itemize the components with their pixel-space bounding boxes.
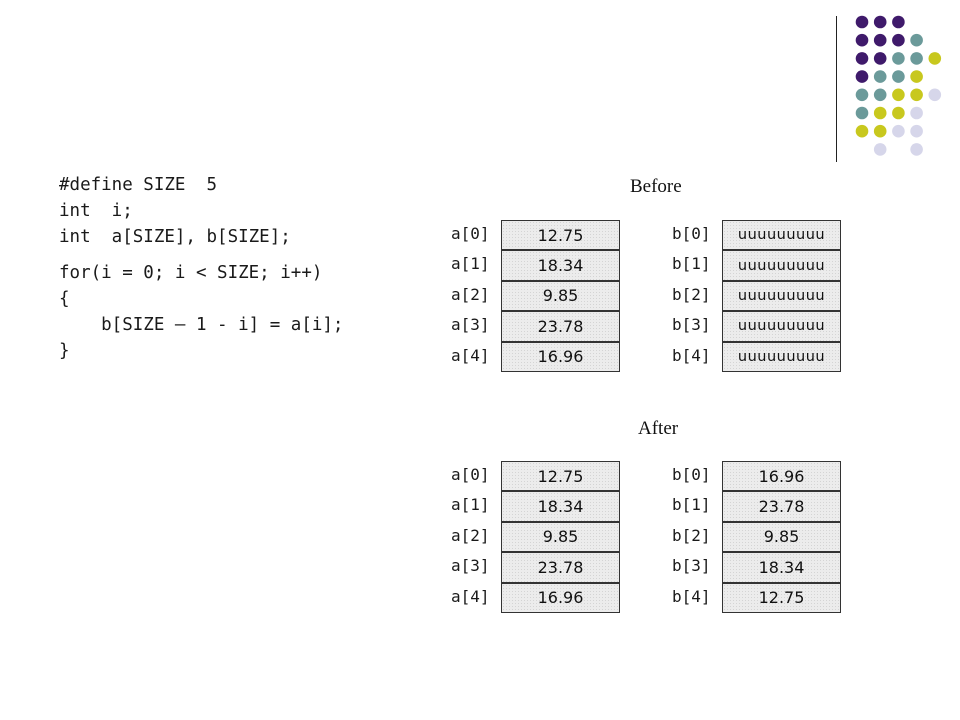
array-cell-value: 16.96 bbox=[501, 582, 620, 613]
array-index-label: a[2] bbox=[451, 525, 490, 545]
array-index-label: b[0] bbox=[672, 465, 711, 484]
decorative-dot bbox=[855, 88, 869, 102]
array-index-label: a[1] bbox=[451, 495, 490, 515]
before-heading: Before bbox=[630, 176, 682, 197]
decorative-dot bbox=[910, 124, 923, 138]
decorative-dot bbox=[892, 15, 905, 29]
array-index-label: b[4] bbox=[672, 345, 711, 365]
array-cell-value: 9.85 bbox=[501, 280, 620, 312]
array-index-label: b[4] bbox=[672, 586, 711, 606]
array-cell-value: 9.85 bbox=[722, 521, 841, 553]
code-line: b[SIZE – 1 - i] = a[i]; bbox=[59, 315, 344, 335]
array-index-label: b[2] bbox=[672, 284, 711, 304]
array-index-label: b[2] bbox=[672, 525, 711, 545]
decorative-dot bbox=[928, 88, 942, 102]
decorative-dot bbox=[910, 88, 923, 102]
code-line: } bbox=[59, 341, 70, 361]
array-index-label: b[1] bbox=[672, 254, 711, 274]
array-cell-value: 18.34 bbox=[501, 491, 620, 522]
array-cell-value: 18.34 bbox=[501, 250, 620, 281]
array-cell-value: 12.75 bbox=[501, 220, 620, 251]
array-index-label: a[4] bbox=[451, 586, 490, 606]
array-index-label: a[0] bbox=[451, 224, 490, 243]
array-index-label: b[1] bbox=[672, 495, 711, 515]
decorative-dot bbox=[910, 143, 923, 156]
decorative-dot bbox=[855, 70, 869, 83]
decorative-dot bbox=[873, 143, 887, 156]
decorative-dot bbox=[910, 70, 923, 83]
code-line: for(i = 0; i < SIZE; i++) bbox=[59, 263, 323, 283]
code-line: int i; bbox=[59, 201, 133, 221]
decorative-dot bbox=[892, 124, 905, 138]
array-index-label: a[2] bbox=[451, 284, 490, 304]
array-cell-value: 23.78 bbox=[501, 311, 620, 342]
decorative-dot bbox=[910, 106, 923, 120]
decorative-dot bbox=[855, 124, 869, 138]
decorative-dot bbox=[855, 106, 869, 120]
array-cell-value: 23.78 bbox=[722, 491, 841, 522]
decorative-dot bbox=[855, 33, 869, 47]
array-index-label: b[3] bbox=[672, 556, 711, 576]
decorative-dot bbox=[910, 52, 923, 65]
decorative-divider-line bbox=[836, 16, 837, 162]
decorative-dot bbox=[873, 52, 887, 65]
array-cell-value: uuuuuuuuu bbox=[722, 311, 841, 342]
decorative-dot bbox=[873, 70, 887, 83]
array-index-label: a[0] bbox=[451, 465, 490, 484]
decorative-dot bbox=[892, 33, 905, 47]
decorative-dot bbox=[892, 106, 905, 120]
array-cell-value: 23.78 bbox=[501, 552, 620, 583]
decorative-dot bbox=[873, 106, 887, 120]
array-cell-value: uuuuuuuuu bbox=[722, 220, 841, 251]
code-line: { bbox=[59, 289, 70, 309]
array-cell-value: 12.75 bbox=[501, 461, 620, 492]
decorative-dot-grid bbox=[855, 15, 942, 156]
array-cell-value: uuuuuuuuu bbox=[722, 341, 841, 372]
decorative-dot bbox=[855, 15, 869, 29]
array-cell-value: 18.34 bbox=[722, 552, 841, 583]
decorative-dot bbox=[873, 15, 887, 29]
array-index-label: a[3] bbox=[451, 315, 490, 335]
decorative-dot bbox=[928, 52, 942, 65]
code-listing: #define SIZE 5 int i; int a[SIZE], b[SIZE]… bbox=[59, 172, 343, 364]
decorative-dot bbox=[892, 88, 905, 102]
decorative-dot bbox=[892, 52, 905, 65]
decorative-dot bbox=[855, 52, 869, 65]
array-index-label: a[3] bbox=[451, 556, 490, 576]
array-cell-value: 16.96 bbox=[501, 341, 620, 372]
decorative-dot bbox=[873, 124, 887, 138]
array-index-label: a[1] bbox=[451, 254, 490, 274]
decorative-dot bbox=[910, 33, 923, 47]
array-cell-value: uuuuuuuuu bbox=[722, 280, 841, 312]
array-cell-value: 12.75 bbox=[722, 582, 841, 613]
after-heading: After bbox=[638, 418, 679, 439]
decorative-dot bbox=[873, 33, 887, 47]
array-cell-value: 16.96 bbox=[722, 461, 841, 492]
array-index-label: a[4] bbox=[451, 345, 490, 365]
array-cell-value: 9.85 bbox=[501, 521, 620, 553]
array-index-label: b[0] bbox=[672, 224, 711, 243]
array-cell-value: uuuuuuuuu bbox=[722, 250, 841, 281]
code-line: int a[SIZE], b[SIZE]; bbox=[59, 227, 291, 247]
code-line: #define SIZE 5 bbox=[59, 175, 218, 195]
array-index-label: b[3] bbox=[672, 315, 711, 335]
decorative-dot bbox=[892, 70, 905, 83]
decorative-dot bbox=[873, 88, 887, 102]
